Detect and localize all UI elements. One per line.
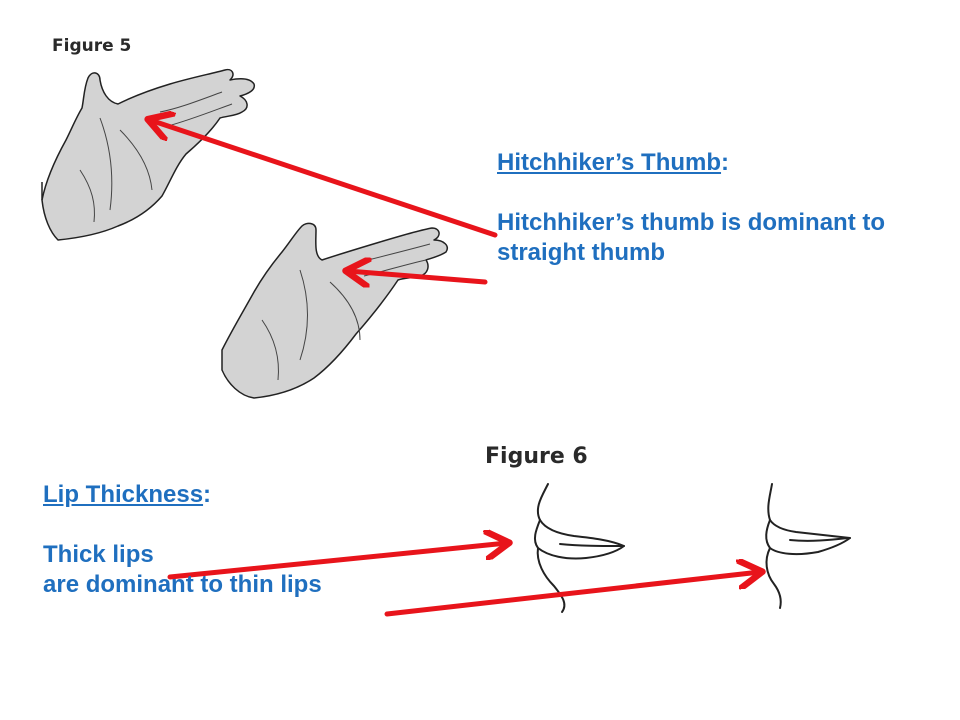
figure-5-label: Figure 5 — [52, 36, 132, 56]
thin-lips-icon — [765, 483, 851, 609]
hitchhiker-heading-colon: : — [721, 149, 730, 176]
hitchhiker-text-block: Hitchhiker’s Thumb: Hitchhiker’s thumb i… — [497, 148, 957, 268]
figure-6-label: Figure 6 — [485, 444, 588, 469]
hand-hitchhiker-icon — [41, 68, 256, 241]
spacer — [497, 178, 957, 208]
hand-straight-icon — [221, 222, 448, 399]
spacer — [43, 510, 463, 540]
lips-heading-colon: : — [203, 481, 212, 508]
hitchhiker-heading: Hitchhiker’s Thumb — [497, 149, 722, 176]
hitchhiker-line-2: straight thumb — [497, 239, 665, 266]
lips-line-2: are dominant to thin lips — [43, 571, 322, 598]
arrow-thick-lips — [167, 543, 507, 580]
arrow-thumb-hand2 — [348, 271, 488, 282]
lips-line-1: Thick lips — [43, 541, 154, 568]
lips-text-block: Lip Thickness: Thick lips are dominant t… — [43, 480, 463, 600]
hitchhiker-line-1: Hitchhiker’s thumb is dominant to — [497, 209, 886, 236]
thick-lips-icon — [533, 483, 625, 613]
lips-heading: Lip Thickness — [43, 481, 204, 508]
lips-heading-line: Lip Thickness: — [43, 480, 463, 510]
hitchhiker-heading-line: Hitchhiker’s Thumb: — [497, 148, 957, 178]
arrow-thumb-hand1 — [150, 120, 498, 238]
arrow-icon — [150, 120, 760, 617]
arrow-thin-lips — [384, 572, 760, 617]
